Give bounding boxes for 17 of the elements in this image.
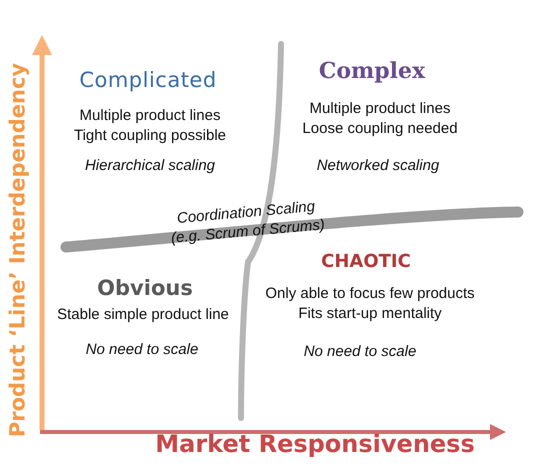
quadrant-title: CHAOTIC: [321, 251, 411, 273]
quadrant-title: Obvious: [97, 276, 193, 302]
quadrant-text: Multiple product lines: [310, 100, 450, 118]
axis-title: Market Responsiveness: [155, 430, 475, 459]
quadrant-text: Tight coupling possible: [74, 127, 226, 145]
quadrant-text: Fits start-up mentality: [298, 305, 442, 323]
quadrant-text: Stable simple product line: [57, 306, 229, 324]
quadrant-text: Hierarchical scaling: [84, 157, 216, 175]
quadrant-text: Multiple product lines: [80, 107, 220, 125]
quadrant-text: No need to scale: [86, 341, 198, 359]
quadrant-title: Complicated: [79, 68, 217, 94]
quadrant-text: No need to scale: [304, 343, 416, 361]
quadrant-title: Complex: [318, 58, 426, 84]
axis-title: Product ‘Line’ Interdependency: [5, 62, 30, 438]
quadrant-text: Networked scaling: [316, 157, 440, 175]
quadrant-text: Loose coupling needed: [302, 120, 458, 138]
quadrant-text: Only able to focus few products: [265, 285, 475, 303]
